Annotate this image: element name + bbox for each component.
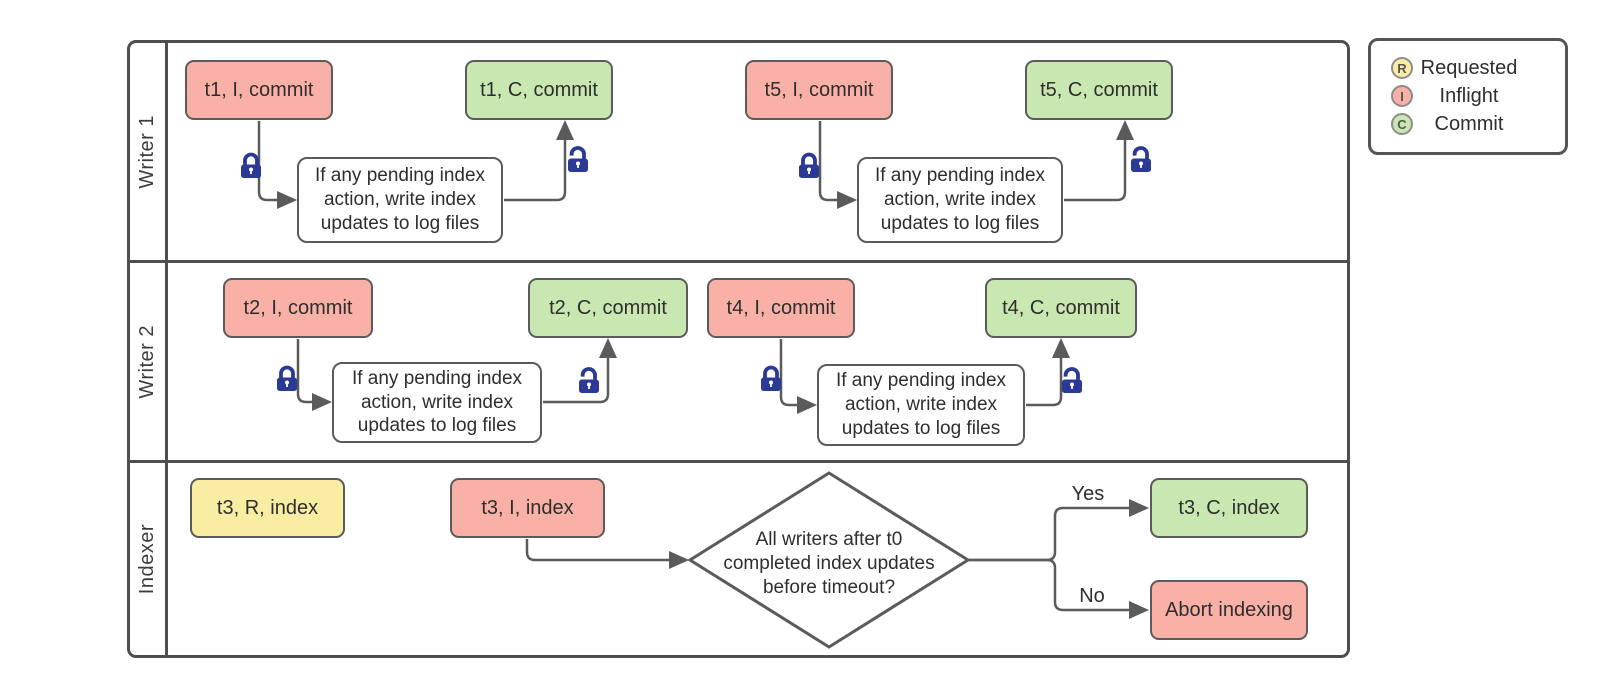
locked-padlock-icon bbox=[241, 152, 261, 178]
legend-item-commit: C Commit bbox=[1371, 110, 1565, 138]
lane-indexer: Indexer bbox=[130, 463, 1347, 655]
legend-item-requested: R Requested bbox=[1371, 54, 1565, 82]
connector-t5i-to-process bbox=[818, 121, 857, 209]
process-box-t5: If any pending index action, write index… bbox=[857, 157, 1063, 243]
decision-diamond bbox=[687, 471, 971, 649]
edge-label-yes: Yes bbox=[1071, 483, 1105, 505]
locked-padlock-icon bbox=[761, 365, 781, 391]
connector-t2i-to-process bbox=[296, 339, 332, 411]
legend-item-inflight: I Inflight bbox=[1371, 82, 1565, 110]
inflight-badge-icon: I bbox=[1391, 85, 1413, 107]
lane-label-indexer: Indexer bbox=[130, 463, 168, 655]
lane-label-writer-1: Writer 1 bbox=[130, 43, 168, 260]
connector-t3i-to-decision bbox=[525, 539, 689, 569]
unlocked-padlock-icon bbox=[1131, 146, 1151, 172]
connector-t4i-to-process bbox=[779, 339, 817, 414]
node-t3-inflight: t3, I, index bbox=[450, 478, 605, 538]
process-box-t2: If any pending index action, write index… bbox=[332, 362, 542, 443]
node-t3-requested: t3, R, index bbox=[190, 478, 345, 538]
node-t5-inflight: t5, I, commit bbox=[745, 60, 893, 120]
decision-question: All writers after t0 completed index upd… bbox=[723, 529, 935, 598]
unlocked-padlock-icon bbox=[568, 146, 588, 172]
unlocked-padlock-icon bbox=[1062, 367, 1082, 393]
lane-writer-1: Writer 1 bbox=[130, 43, 1347, 263]
node-t1-inflight: t1, I, commit bbox=[185, 60, 333, 120]
connector-process-to-t1c bbox=[504, 120, 574, 202]
unlocked-padlock-icon bbox=[579, 367, 599, 393]
process-box-t1: If any pending index action, write index… bbox=[297, 157, 503, 243]
connector-decision-no-to-abort bbox=[968, 558, 1149, 619]
lane-label-writer-2: Writer 2 bbox=[130, 263, 168, 460]
connector-process-to-t2c bbox=[543, 338, 617, 404]
node-t5-commit: t5, C, commit bbox=[1025, 60, 1173, 120]
connector-decision-yes-to-t3c bbox=[968, 499, 1149, 562]
node-t4-inflight: t4, I, commit bbox=[707, 278, 855, 338]
edge-label-no: No bbox=[1079, 585, 1105, 607]
process-box-t4: If any pending index action, write index… bbox=[817, 364, 1025, 446]
node-t2-commit: t2, C, commit bbox=[528, 278, 688, 338]
node-t1-commit: t1, C, commit bbox=[465, 60, 613, 120]
node-abort-indexing: Abort indexing bbox=[1150, 580, 1308, 640]
node-t4-commit: t4, C, commit bbox=[985, 278, 1137, 338]
connector-t1i-to-process bbox=[257, 121, 297, 209]
node-t2-inflight: t2, I, commit bbox=[223, 278, 373, 338]
node-t3-commit: t3, C, index bbox=[1150, 478, 1308, 538]
locked-padlock-icon bbox=[799, 152, 819, 178]
commit-badge-icon: C bbox=[1391, 113, 1413, 135]
connector-process-to-t5c bbox=[1064, 120, 1134, 202]
connector-process-to-t4c bbox=[1026, 338, 1070, 407]
locked-padlock-icon bbox=[277, 365, 297, 391]
requested-badge-icon: R bbox=[1391, 57, 1413, 79]
legend-label: Inflight bbox=[1439, 84, 1499, 107]
lane-writer-2: Writer 2 bbox=[130, 263, 1347, 463]
legend: R Requested I Inflight C Commit bbox=[1368, 38, 1568, 155]
legend-label: Commit bbox=[1434, 112, 1504, 135]
legend-label: Requested bbox=[1420, 56, 1518, 79]
